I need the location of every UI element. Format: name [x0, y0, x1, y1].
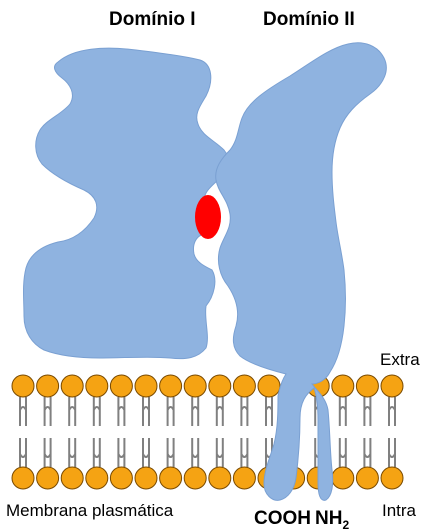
lipid-tail-lower	[142, 438, 150, 467]
domain-1-label: Domínio I	[109, 9, 196, 30]
lipid-tail-upper	[43, 397, 52, 426]
lipid-tail-lower	[117, 438, 126, 467]
cooh-terminus-label: COOH	[254, 508, 311, 529]
lipid-tail-upper	[265, 397, 273, 426]
lipid-head-upper	[85, 374, 109, 398]
lipid-head-upper	[380, 374, 404, 398]
lipid-head-upper	[159, 374, 183, 398]
lipid-heads	[11, 374, 404, 490]
lipid-head-upper	[109, 374, 133, 398]
domain-2-label: Domínio II	[263, 9, 355, 30]
lipid-head-upper	[134, 374, 158, 398]
lipid-tail-lower	[92, 438, 101, 467]
lipid-tail-upper	[68, 397, 77, 426]
lipid-head-lower	[85, 466, 109, 490]
lipid-tail-lower	[240, 438, 249, 467]
lipid-tail-upper	[142, 397, 150, 426]
nh2-subscript: 2	[342, 517, 350, 532]
lipid-tail-upper	[166, 397, 175, 426]
ligand-ellipse	[195, 195, 221, 239]
lipid-tail-upper	[338, 397, 347, 426]
lipid-tail-upper	[191, 397, 200, 426]
lipid-head-upper	[11, 374, 35, 398]
lipid-head-lower	[36, 466, 60, 490]
lipid-head-upper	[232, 374, 256, 398]
lipid-tail-lower	[43, 438, 52, 467]
extracellular-label: Extra	[380, 350, 420, 369]
lipid-tail-upper	[388, 397, 396, 426]
lipid-tail-upper	[240, 397, 249, 426]
lipid-head-upper	[257, 374, 281, 398]
membrane-label: Membrana plasmática	[6, 501, 174, 520]
lipid-tail-lower	[68, 438, 77, 467]
lipid-head-lower	[232, 466, 256, 490]
lipid-tail-upper	[92, 397, 101, 426]
lipid-tails	[19, 397, 396, 467]
lipid-head-upper	[355, 374, 379, 398]
lipid-tail-lower	[191, 438, 200, 467]
lipid-head-upper	[36, 374, 60, 398]
intracellular-label: Intra	[382, 501, 417, 520]
lipid-tail-lower	[363, 438, 372, 467]
lipid-head-lower	[208, 466, 232, 490]
lipid-tail-lower	[166, 438, 175, 467]
lipid-head-lower	[331, 466, 355, 490]
lipid-head-lower	[159, 466, 183, 490]
domain-1-shape	[23, 47, 230, 360]
domain-2-shape	[215, 42, 387, 501]
lipid-tail-lower	[388, 438, 396, 467]
lipid-head-lower	[355, 466, 379, 490]
lipid-head-upper	[183, 374, 207, 398]
lipid-tail-upper	[117, 397, 126, 426]
lipid-head-lower	[11, 466, 35, 490]
lipid-tail-lower	[215, 438, 224, 467]
lipid-tail-lower	[338, 438, 347, 467]
lipid-head-upper	[208, 374, 232, 398]
nh2-terminus-label: NH2	[315, 509, 349, 531]
lipid-tail-lower	[19, 438, 27, 467]
lipid-head-lower	[134, 466, 158, 490]
nh2-base: NH	[315, 508, 343, 529]
lipid-head-upper	[60, 374, 84, 398]
lipid-head-lower	[380, 466, 404, 490]
lipid-head-upper	[331, 374, 355, 398]
lipid-head-lower	[183, 466, 207, 490]
lipid-head-lower	[109, 466, 133, 490]
lipid-head-lower	[60, 466, 84, 490]
lipid-tail-upper	[215, 397, 224, 426]
lipid-tail-upper	[363, 397, 372, 426]
lipid-tail-upper	[19, 397, 27, 426]
